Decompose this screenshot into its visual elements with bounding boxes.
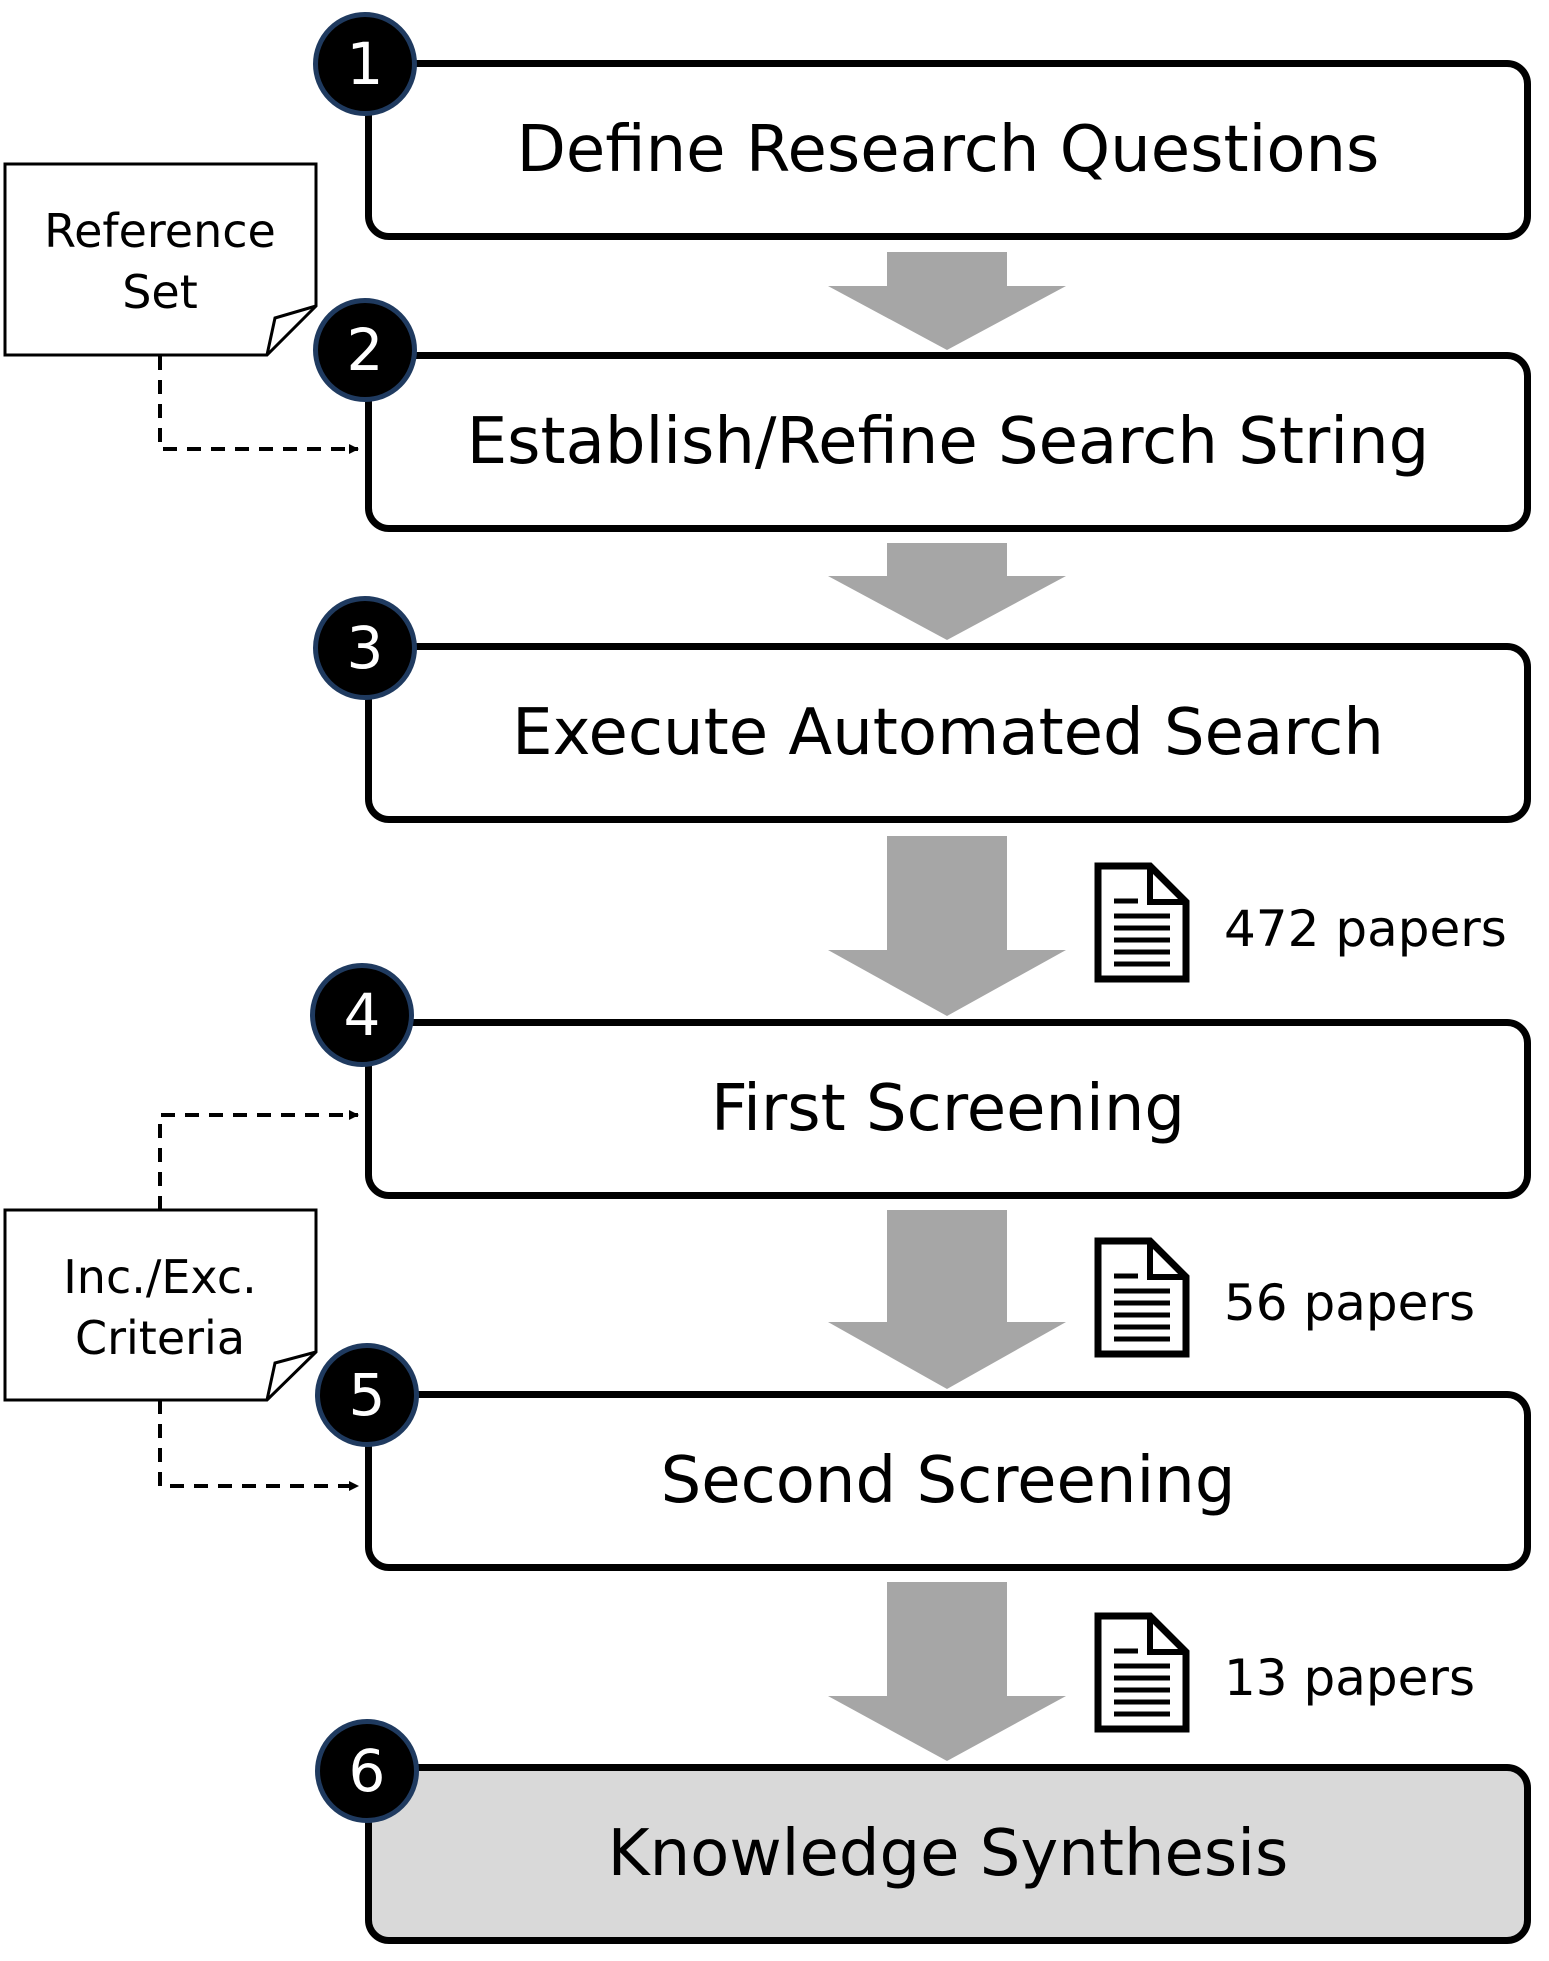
criteria-to-first-screening-connector <box>158 1110 359 1210</box>
step-box-first-screening: First Screening <box>365 1019 1531 1199</box>
step-label: First Screening <box>710 1072 1186 1146</box>
note-line: Set <box>122 265 198 319</box>
criteria-to-second-screening-connector <box>158 1400 359 1491</box>
step-label: Establish/Refine Search String <box>466 405 1430 479</box>
step-box-execute-automated-search: Execute Automated Search <box>365 643 1531 823</box>
down-arrow-icon <box>828 543 1066 640</box>
step-number-badge: 4 <box>310 963 414 1067</box>
reference-set-connector <box>158 356 359 454</box>
step-box-second-screening: Second Screening <box>365 1391 1531 1571</box>
down-arrow-icon <box>828 1582 1066 1761</box>
note-line: Reference <box>44 204 276 258</box>
reference-set-note-text: Reference Set <box>3 201 317 323</box>
step-number-badge: 3 <box>313 596 417 700</box>
step-label: Knowledge Synthesis <box>607 1817 1289 1891</box>
down-arrow-icon <box>828 836 1066 1016</box>
note-line: Criteria <box>74 1311 246 1365</box>
criteria-note-text: Inc./Exc. Criteria <box>3 1247 317 1369</box>
step-number-badge: 5 <box>315 1343 419 1447</box>
step-box-define-research-questions: Define Research Questions <box>365 60 1531 240</box>
step-label: Define Research Questions <box>516 113 1380 187</box>
step-number-badge: 2 <box>313 298 417 402</box>
paper-count-label: 56 papers <box>1224 1274 1476 1332</box>
paper-count-label: 472 papers <box>1224 900 1507 958</box>
down-arrow-icon <box>828 1210 1066 1389</box>
step-number-badge: 6 <box>315 1719 419 1823</box>
step-number-badge: 1 <box>313 12 417 116</box>
step-label: Execute Automated Search <box>512 696 1384 770</box>
down-arrow-icon <box>828 252 1066 350</box>
step-box-knowledge-synthesis: Knowledge Synthesis <box>365 1764 1531 1944</box>
step-box-establish-search-string: Establish/Refine Search String <box>365 352 1531 532</box>
paper-count-label: 13 papers <box>1224 1649 1476 1707</box>
step-label: Second Screening <box>660 1444 1236 1518</box>
note-line: Inc./Exc. <box>63 1250 257 1304</box>
